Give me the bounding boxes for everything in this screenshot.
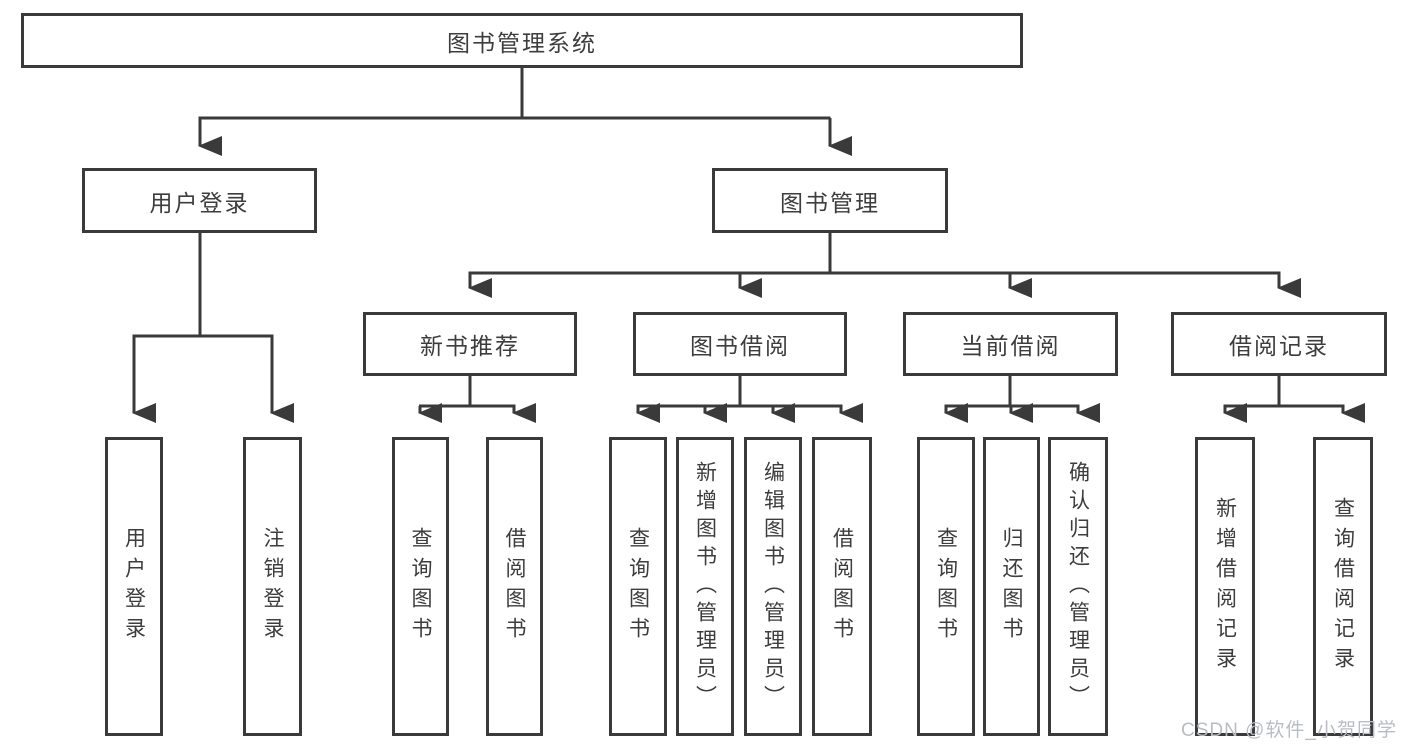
node-system-root: 图书管理系统 bbox=[21, 13, 1023, 68]
leaf-logout-label: 注销登录 bbox=[261, 526, 284, 647]
leaf-query-borrow-record-label: 查询借阅记录 bbox=[1331, 496, 1355, 677]
leaf-borrow-books-label: 借阅图书 bbox=[830, 526, 854, 647]
leaf-borrow-books-recommend-label: 借阅图书 bbox=[503, 526, 526, 647]
leaf-user-login-label: 用户登录 bbox=[122, 526, 146, 647]
node-book-borrowing: 图书借阅 bbox=[633, 312, 847, 376]
leaf-add-borrow-record-label: 新增借阅记录 bbox=[1213, 496, 1237, 677]
leaf-logout: 注销登录 bbox=[243, 437, 302, 736]
leaf-return-books-label: 归还图书 bbox=[1000, 526, 1023, 647]
node-current-borrowing: 当前借阅 bbox=[903, 312, 1118, 376]
leaf-query-books-current-label: 查询图书 bbox=[934, 526, 958, 647]
leaf-query-books-recommend-label: 查询图书 bbox=[409, 526, 432, 647]
leaf-borrow-books: 借阅图书 bbox=[812, 437, 872, 736]
leaf-return-books: 归还图书 bbox=[983, 437, 1040, 736]
leaf-edit-books-admin-label: 编辑图书（管理员） bbox=[761, 460, 785, 713]
leaf-edit-books-admin: 编辑图书（管理员） bbox=[744, 437, 802, 736]
node-user-login-label: 用户登录 bbox=[149, 189, 250, 216]
node-book-management: 图书管理 bbox=[712, 168, 948, 233]
leaf-add-borrow-record: 新增借阅记录 bbox=[1195, 437, 1255, 736]
leaf-user-login: 用户登录 bbox=[105, 437, 163, 736]
leaf-borrow-books-recommend: 借阅图书 bbox=[486, 437, 543, 736]
node-new-book-recommend-label: 新书推荐 bbox=[420, 333, 520, 359]
leaf-add-books-admin: 新增图书（管理员） bbox=[676, 437, 734, 736]
leaf-query-books-recommend: 查询图书 bbox=[392, 437, 449, 736]
leaf-confirm-return-admin-label: 确认归还（管理员） bbox=[1066, 460, 1090, 713]
leaf-add-books-admin-label: 新增图书（管理员） bbox=[693, 460, 717, 713]
node-new-book-recommend: 新书推荐 bbox=[363, 312, 577, 376]
node-current-borrowing-label: 当前借阅 bbox=[960, 333, 1061, 359]
node-book-borrowing-label: 图书借阅 bbox=[690, 333, 790, 359]
leaf-query-books-current: 查询图书 bbox=[917, 437, 975, 736]
leaf-query-books-borrowing: 查询图书 bbox=[609, 437, 667, 736]
leaf-confirm-return-admin: 确认归还（管理员） bbox=[1048, 437, 1108, 736]
node-user-login: 用户登录 bbox=[82, 168, 317, 233]
watermark: CSDN @软件_小贺同学 bbox=[1181, 720, 1397, 741]
leaf-query-borrow-record: 查询借阅记录 bbox=[1313, 437, 1373, 736]
node-book-management-label: 图书管理 bbox=[780, 189, 880, 216]
leaf-query-books-borrowing-label: 查询图书 bbox=[626, 526, 650, 647]
node-system-root-label: 图书管理系统 bbox=[447, 29, 597, 56]
node-borrowing-records: 借阅记录 bbox=[1171, 312, 1387, 376]
node-borrowing-records-label: 借阅记录 bbox=[1229, 333, 1329, 359]
